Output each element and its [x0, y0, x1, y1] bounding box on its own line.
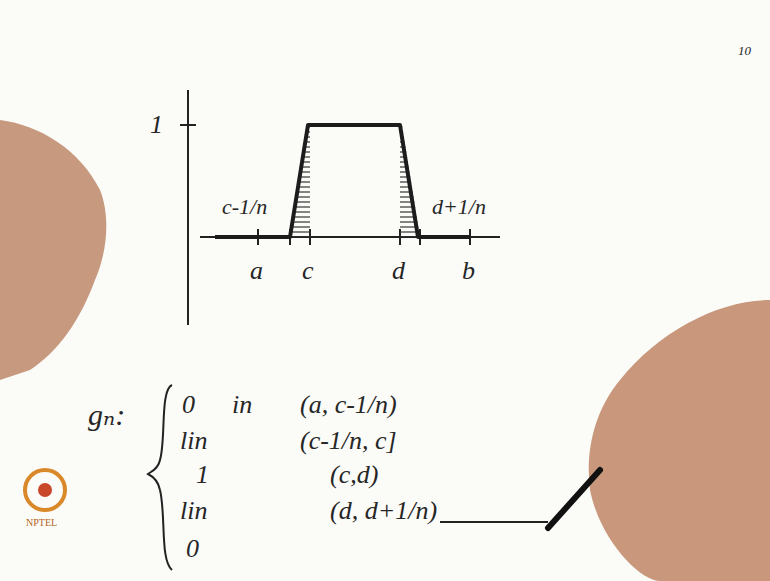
logo	[25, 470, 65, 510]
pen	[548, 470, 600, 528]
function-name: gₙ:	[88, 400, 125, 430]
hand	[0, 120, 106, 380]
point-label: a	[250, 258, 263, 284]
point-label: b	[462, 258, 475, 284]
interval: (c,d)	[330, 462, 378, 488]
point-label: c-1/n	[222, 196, 267, 218]
interval: (a, c-1/n)	[300, 392, 397, 418]
case-value: 0	[182, 392, 195, 418]
page-number: 10	[738, 44, 751, 57]
watermark: NPTEL	[26, 518, 57, 528]
hand	[589, 300, 770, 581]
interval: (c-1/n, c]	[300, 428, 397, 454]
axis-value: 1	[150, 112, 163, 138]
point-label: d	[392, 258, 405, 284]
point-label: c	[302, 258, 314, 284]
underline	[440, 521, 548, 523]
tick	[180, 124, 196, 126]
point-label: d+1/n	[432, 196, 486, 218]
case-value: 1	[196, 462, 209, 488]
logo	[38, 483, 52, 497]
case-value: lin	[180, 428, 207, 454]
interval: (d, d+1/n)	[330, 498, 437, 524]
brace	[148, 385, 172, 570]
note-word: in	[232, 392, 252, 418]
function-graph	[215, 125, 470, 237]
case-value: 0	[186, 536, 199, 562]
case-value: lin	[180, 498, 207, 524]
